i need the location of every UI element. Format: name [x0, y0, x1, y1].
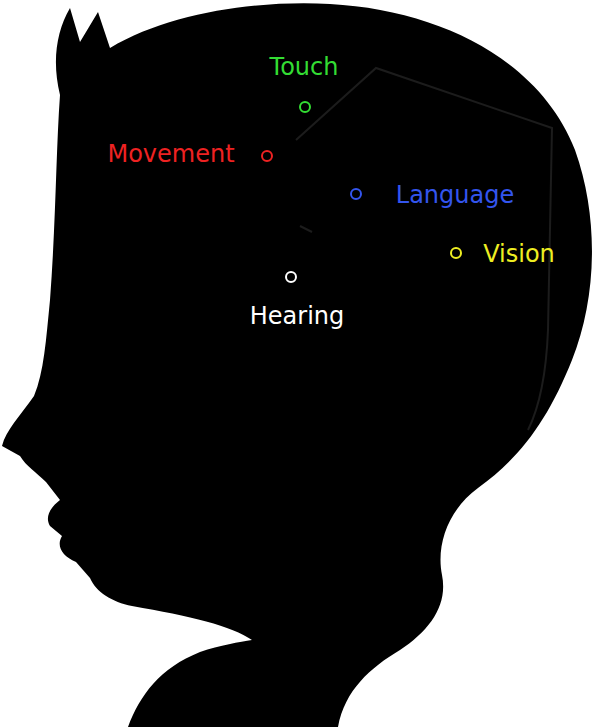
movement-marker: [262, 151, 272, 161]
region-label: Movement: [107, 142, 234, 166]
region-label: Hearing: [250, 304, 345, 328]
region-label: Language: [396, 183, 514, 207]
head-outline: [2, 3, 592, 727]
language-marker: [351, 189, 361, 199]
brain-region-line: [300, 226, 312, 232]
vision-marker: [451, 248, 461, 258]
touch-marker: [300, 102, 310, 112]
region-label: Touch: [270, 55, 339, 79]
hearing-marker: [286, 272, 296, 282]
region-label: Vision: [483, 242, 555, 266]
